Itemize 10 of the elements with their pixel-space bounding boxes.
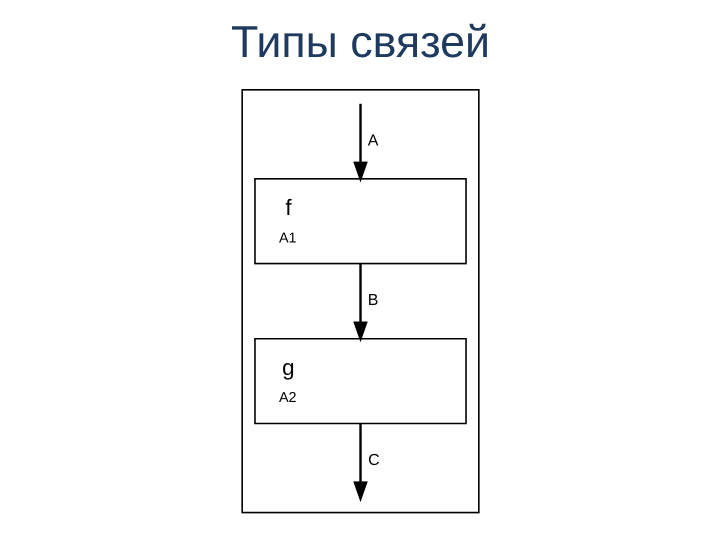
node-box: g A2 <box>254 338 466 424</box>
arrow <box>352 264 368 342</box>
edge-label: A <box>367 132 378 150</box>
diagram-title: Типы связей <box>230 16 490 67</box>
edge-label: C <box>368 452 380 470</box>
arrow <box>352 424 368 502</box>
cluster <box>240 88 480 514</box>
arrow <box>352 104 368 182</box>
node-box: f A1 <box>254 178 466 264</box>
edge-label: B <box>367 292 378 310</box>
